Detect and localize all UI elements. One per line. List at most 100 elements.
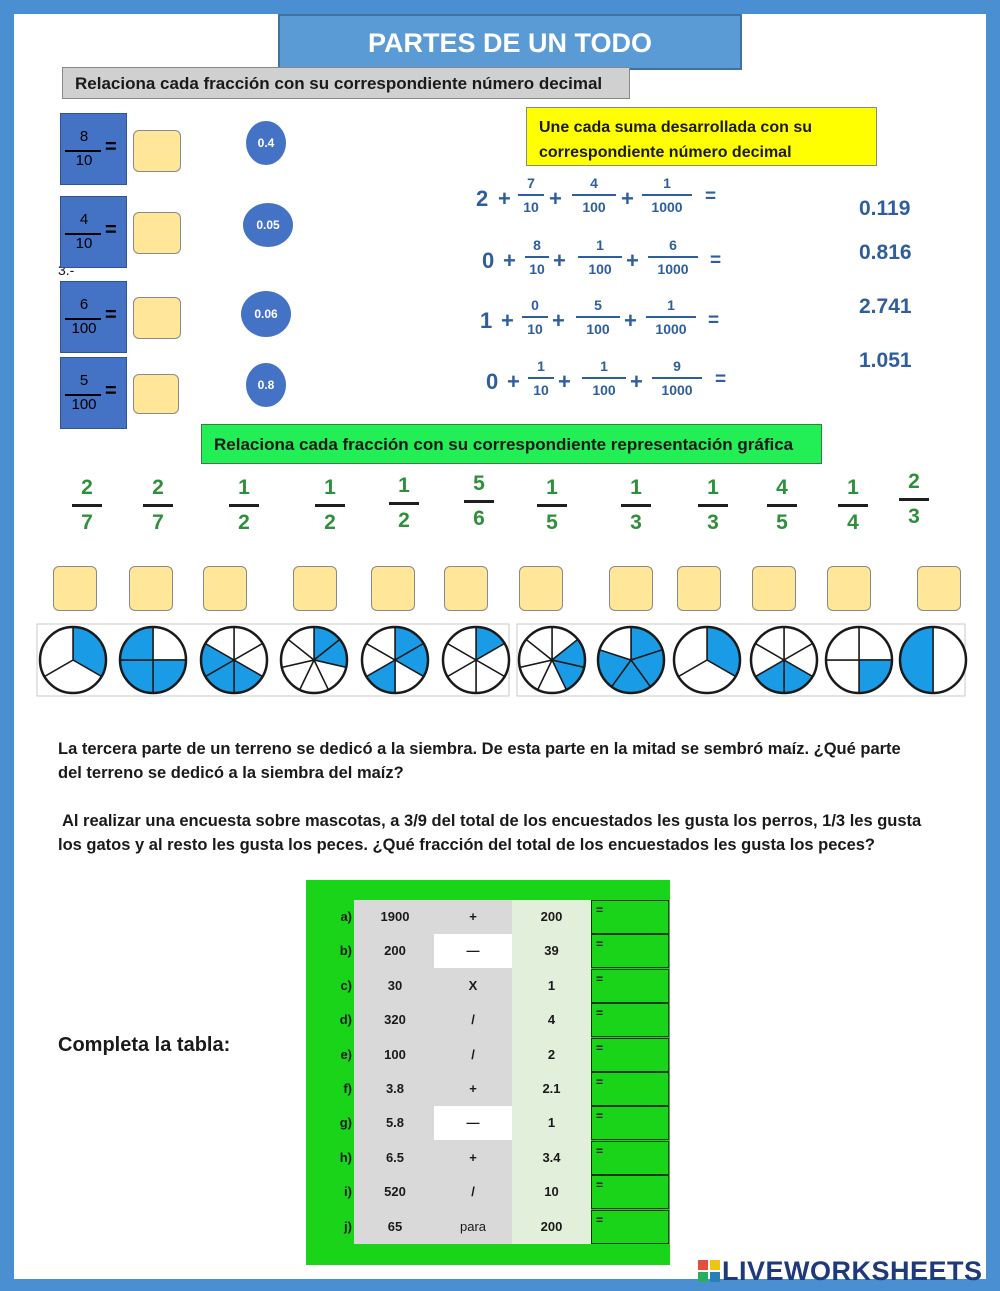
answer-input-graphic-8[interactable]: [609, 566, 653, 611]
operand-b: 1: [547, 1115, 556, 1131]
plus-sign: +: [507, 369, 520, 394]
plus-sign: +: [498, 186, 511, 211]
operator: —: [434, 1106, 512, 1141]
answer-input-graphic-4[interactable]: [293, 566, 337, 611]
fraction-pie[interactable]: [672, 625, 742, 695]
pie-outline: [824, 625, 894, 695]
section2-instruction: Une cada suma desarrollada con su corres…: [526, 107, 877, 166]
equals-sign: =: [105, 380, 117, 402]
liveworksheets-icon: [698, 1260, 720, 1282]
fraction-pie[interactable]: [517, 625, 587, 695]
denominator: 2: [238, 511, 250, 534]
result-input[interactable]: =: [591, 900, 669, 934]
answer-input-graphic-1[interactable]: [53, 566, 97, 611]
operator: para: [459, 1218, 487, 1234]
fraction-pie[interactable]: [898, 625, 968, 695]
answer-input-graphic-12[interactable]: [917, 566, 961, 611]
answer-input-graphic-7[interactable]: [519, 566, 563, 611]
row-label: i): [344, 1184, 352, 1200]
decimal-option[interactable]: 0.06: [241, 291, 291, 337]
fraction-pie[interactable]: [360, 625, 430, 695]
decimal-option[interactable]: 1.051: [859, 349, 912, 372]
numerator: 1: [546, 476, 558, 499]
operand-a: 30: [387, 977, 403, 993]
answer-input-graphic-9[interactable]: [677, 566, 721, 611]
fraction-pie[interactable]: [118, 625, 188, 695]
fraction-bar: [576, 316, 620, 318]
result-input[interactable]: =: [591, 1072, 669, 1106]
result-input[interactable]: =: [591, 1175, 669, 1210]
fraction-bar: [518, 194, 544, 196]
decimal-option[interactable]: 2.741: [859, 295, 912, 318]
numerator: 1: [667, 297, 675, 313]
operator: X: [468, 977, 478, 993]
denominator: 10: [529, 260, 545, 277]
result-input[interactable]: =: [591, 1140, 669, 1175]
operand-a: 5.8: [385, 1115, 405, 1131]
operand-a: 100: [384, 1046, 406, 1062]
fraction-bar: [582, 377, 626, 379]
row-label: j): [344, 1218, 352, 1234]
equals-sign: =: [105, 304, 117, 326]
denominator: 3: [630, 511, 642, 534]
answer-input-graphic-6[interactable]: [444, 566, 488, 611]
result-input[interactable]: =: [591, 934, 669, 969]
plus-sign: +: [553, 248, 566, 273]
fraction-pie[interactable]: [199, 625, 269, 695]
fraction-pie[interactable]: [279, 625, 349, 695]
liveworksheets-logo: LIVEWORKSHEETS: [698, 1256, 983, 1287]
answer-input-graphic-3[interactable]: [203, 566, 247, 611]
decimal-option[interactable]: 0.8: [246, 363, 286, 407]
pie-outline: [279, 625, 349, 695]
numerator: 1: [596, 237, 604, 253]
answer-input-graphic-11[interactable]: [827, 566, 871, 611]
pie-outline: [672, 625, 742, 695]
equals-sign: =: [105, 136, 117, 158]
answer-input-graphic-2[interactable]: [129, 566, 173, 611]
decimal-option[interactable]: 0.816: [859, 241, 912, 264]
operator: —: [434, 934, 512, 969]
result-input[interactable]: =: [591, 968, 669, 1003]
decimal-option[interactable]: 0.4: [246, 121, 286, 165]
fraction-bar: [72, 504, 102, 507]
fraction-pie[interactable]: [824, 625, 894, 695]
result-input[interactable]: =: [591, 1003, 669, 1038]
answer-input-decimal-4[interactable]: [133, 374, 179, 414]
answer-input-graphic-10[interactable]: [752, 566, 796, 611]
result-input[interactable]: =: [591, 1037, 669, 1072]
denominator: 2: [398, 509, 410, 532]
decimal-option[interactable]: 0.05: [243, 203, 293, 247]
logo-text: LIVEWORKSHEETS: [722, 1256, 983, 1286]
plus-sign: +: [552, 308, 565, 333]
operator: /: [471, 1184, 475, 1200]
answer-input-decimal-2[interactable]: [133, 212, 181, 254]
result-input[interactable]: =: [591, 1106, 669, 1141]
fraction-pie[interactable]: [749, 625, 819, 695]
section1-instruction: Relaciona cada fracción con su correspon…: [62, 67, 630, 99]
answer-input-decimal-3[interactable]: [133, 297, 181, 339]
row-label: g): [339, 1115, 352, 1131]
answer-input-decimal-1[interactable]: [133, 130, 181, 172]
plus-sign: +: [630, 369, 643, 394]
numerator: 1: [324, 476, 336, 499]
fraction-pie[interactable]: [38, 625, 108, 695]
answer-input-graphic-5[interactable]: [371, 566, 415, 611]
operand-b: 1: [547, 977, 556, 993]
denominator: 6: [473, 507, 485, 530]
fraction-pie[interactable]: [441, 625, 511, 695]
fraction-bar: [389, 502, 419, 505]
pie-group-frame: [36, 623, 510, 697]
problem-1-line-2: del terreno se dedicó a la siembra del m…: [58, 764, 404, 782]
fraction-pie[interactable]: [596, 625, 666, 695]
decimal-option[interactable]: 0.119: [859, 197, 911, 220]
row-label: c): [340, 977, 352, 993]
result-input[interactable]: =: [591, 1209, 669, 1244]
